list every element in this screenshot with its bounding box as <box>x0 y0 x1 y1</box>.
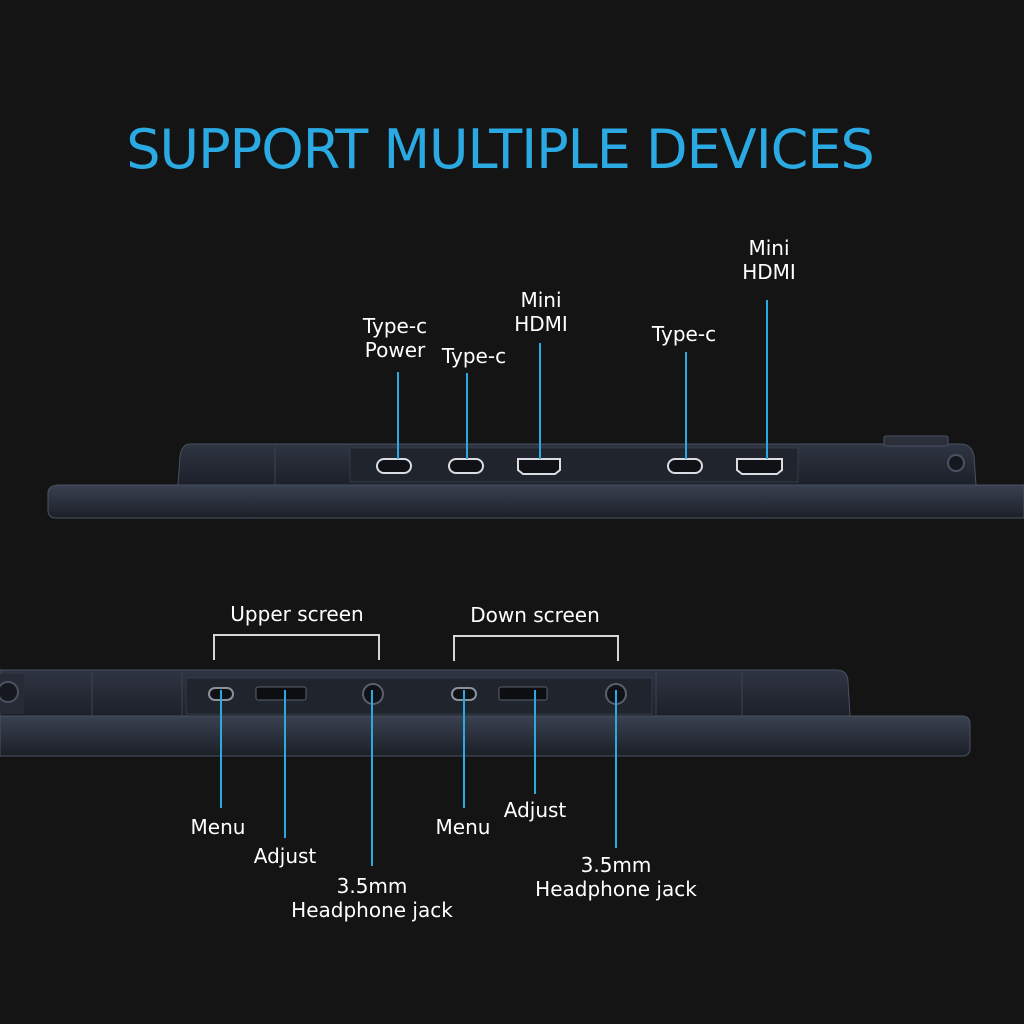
device-top-edge <box>47 435 1024 519</box>
label-typec-power: Type-c Power <box>362 314 428 362</box>
label-upper-menu: Menu <box>190 815 246 839</box>
bracket-upper-screen <box>213 634 380 660</box>
typec-power-port <box>376 458 412 474</box>
leader-upper-menu <box>220 690 222 808</box>
leader-upper-jack <box>371 690 373 866</box>
leader-down-adjust <box>534 690 536 794</box>
leader-down-menu <box>463 690 465 808</box>
typec-port-1 <box>448 458 484 474</box>
leader-mini-hdmi-1 <box>539 343 541 459</box>
label-typec-2: Type-c <box>651 322 717 346</box>
leader-mini-hdmi-2 <box>766 300 768 459</box>
label-upper-screen: Upper screen <box>230 602 364 626</box>
label-down-screen: Down screen <box>470 603 600 627</box>
label-mini-hdmi-2: Mini HDMI <box>742 236 796 284</box>
typec-port-2 <box>667 458 703 474</box>
label-down-adjust: Adjust <box>503 798 567 822</box>
upper-headphone-jack <box>362 683 384 705</box>
leader-typec-2 <box>685 352 687 459</box>
label-mini-hdmi-1: Mini HDMI <box>514 288 568 336</box>
label-typec-1: Type-c <box>441 344 507 368</box>
page-title: SUPPORT MULTIPLE DEVICES <box>126 118 874 181</box>
device-bottom-edge <box>0 669 971 757</box>
leader-typec-1 <box>466 373 468 459</box>
down-adjust-wheel <box>498 686 548 701</box>
label-upper-jack: 3.5mm Headphone jack <box>291 874 453 922</box>
leader-down-jack <box>615 690 617 848</box>
bracket-down-screen <box>453 635 619 661</box>
label-upper-adjust: Adjust <box>253 844 317 868</box>
leader-typec-power <box>397 372 399 459</box>
mini-hdmi-port-1 <box>517 458 561 475</box>
leader-upper-adjust <box>284 690 286 838</box>
label-down-menu: Menu <box>435 815 491 839</box>
mini-hdmi-port-2 <box>736 458 783 475</box>
label-down-jack: 3.5mm Headphone jack <box>535 853 697 901</box>
upper-adjust-wheel <box>255 686 307 701</box>
